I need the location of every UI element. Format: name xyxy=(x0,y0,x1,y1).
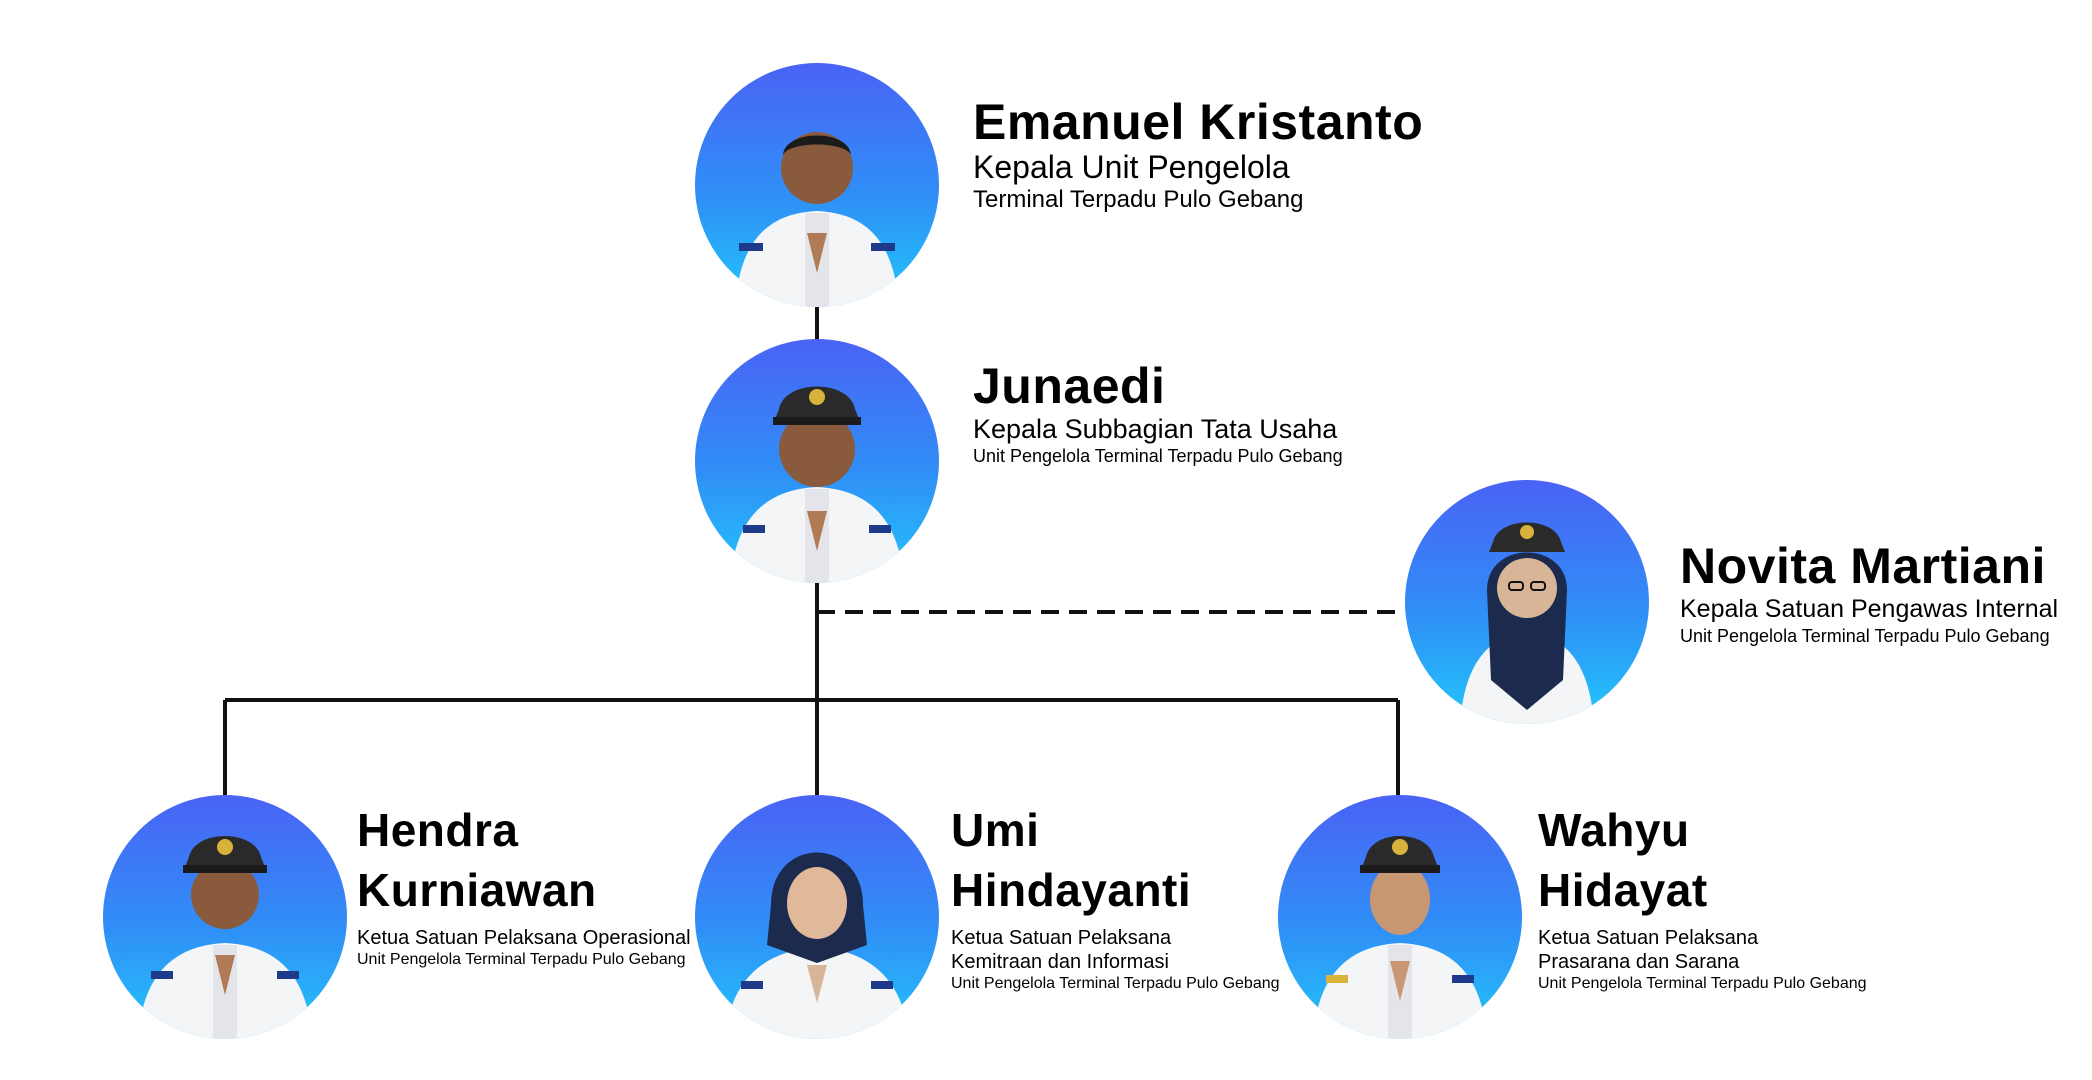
person-role: Kepala Satuan Pengawas Internal xyxy=(1680,594,2059,623)
person-name-line2: Kurniawan xyxy=(357,864,597,916)
person-role: Ketua Satuan Pelaksana Operasional xyxy=(357,927,691,949)
person-photo-icon xyxy=(725,852,909,1039)
person-name-line1: Hendra xyxy=(357,804,519,856)
person-unit: Unit Pengelola Terminal Terpadu Pulo Geb… xyxy=(973,445,1343,466)
person-role-line1: Ketua Satuan Pelaksana xyxy=(1538,927,1759,949)
avatar-admin xyxy=(695,339,939,583)
avatar-audit xyxy=(1405,480,1649,724)
person-role: Kepala Subbagian Tata Usaha xyxy=(973,413,1338,444)
person-photo-icon xyxy=(730,386,904,583)
person-unit: Unit Pengelola Terminal Terpadu Pulo Geb… xyxy=(1680,625,2050,646)
person-name-line2: Hindayanti xyxy=(951,864,1192,916)
person-role-line2: Kemitraan dan Informasi xyxy=(951,951,1169,973)
person-photo-icon xyxy=(735,132,899,307)
person-unit: Terminal Terpadu Pulo Gebang xyxy=(973,185,1304,213)
person-role: Kepala Unit Pengelola xyxy=(973,148,1290,185)
avatar-facilities xyxy=(1278,795,1522,1039)
person-name-line1: Umi xyxy=(951,804,1040,856)
person-photo-icon xyxy=(138,836,312,1039)
person-name: Emanuel Kristanto xyxy=(973,94,1424,150)
person-role-line1: Ketua Satuan Pelaksana xyxy=(951,927,1172,949)
person-name: Junaedi xyxy=(973,358,1166,414)
avatar-partnership xyxy=(695,795,939,1039)
person-unit: Unit Pengelola Terminal Terpadu Pulo Geb… xyxy=(357,951,686,968)
avatar-ops xyxy=(103,795,347,1039)
person-unit: Unit Pengelola Terminal Terpadu Pulo Geb… xyxy=(951,975,1280,992)
person-name-line2: Hidayat xyxy=(1538,864,1708,916)
person-unit: Unit Pengelola Terminal Terpadu Pulo Geb… xyxy=(1538,975,1867,992)
person-role-line2: Prasarana dan Sarana xyxy=(1538,951,1740,973)
person-name-line1: Wahyu xyxy=(1538,804,1690,856)
person-photo-icon xyxy=(1460,522,1594,724)
person-name: Novita Martiani xyxy=(1680,538,2046,594)
person-photo-icon xyxy=(1313,836,1487,1039)
avatar-head xyxy=(695,63,939,307)
